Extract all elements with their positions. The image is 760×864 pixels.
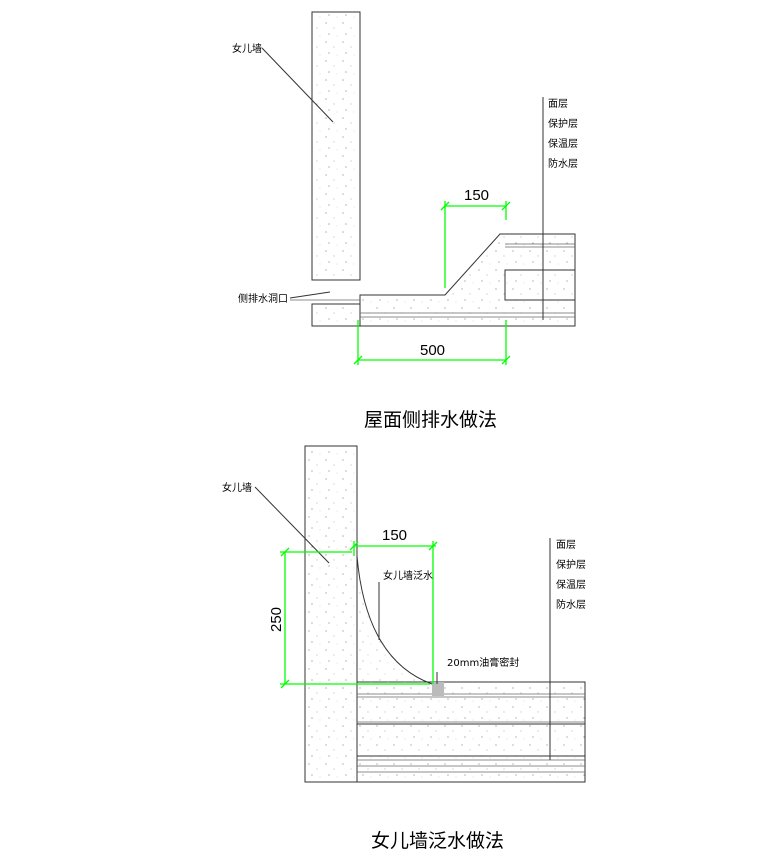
parapet-wall bbox=[311, 11, 361, 281]
flashing-curve bbox=[356, 555, 433, 685]
outlet-label: 侧排水洞口 bbox=[238, 292, 288, 305]
dimension-150-2-text: 150 bbox=[382, 527, 407, 544]
roof-slab-2 bbox=[356, 681, 586, 783]
diagram-roof-side-drainage: 女儿墙 侧排水洞口 面层 保护层 保温层 防水层 150 500 屋面侧排水做法 bbox=[232, 11, 578, 431]
dimension-500: 500 bbox=[353, 320, 511, 365]
insulation-layer-2 bbox=[356, 723, 586, 757]
layer-label-waterproof: 防水层 bbox=[548, 157, 578, 170]
roof-slab bbox=[359, 233, 576, 327]
diagram-parapet-flashing: 女儿墙 女儿墙泛水 20mm油膏密封 面层 保护层 保温层 防水层 150 25… bbox=[222, 445, 586, 852]
leader-wall-2 bbox=[254, 486, 330, 564]
layer-label-insulation: 保温层 bbox=[548, 137, 578, 150]
parapet-wall-base bbox=[311, 303, 361, 327]
dimension-250: 250 bbox=[268, 547, 430, 689]
seal-label: 20mm油膏密封 bbox=[447, 656, 519, 669]
dimension-150-2: 150 bbox=[349, 527, 438, 684]
dimension-150-text: 150 bbox=[464, 187, 489, 204]
dimension-500-text: 500 bbox=[420, 342, 445, 359]
parapet-wall-2 bbox=[304, 445, 358, 783]
leader-wall bbox=[261, 47, 334, 123]
layer-label-waterproof-2: 防水层 bbox=[556, 598, 586, 611]
caption-parapet-flashing: 女儿墙泛水做法 bbox=[371, 830, 504, 852]
dimension-250-text: 250 bbox=[268, 607, 285, 632]
layer-label-protection-2: 保护层 bbox=[556, 558, 586, 571]
insulation-layer bbox=[504, 269, 576, 301]
layer-label-protection: 保护层 bbox=[548, 117, 578, 130]
wall-label: 女儿墙 bbox=[232, 42, 262, 55]
dimension-150: 150 bbox=[440, 187, 511, 288]
leader-outlet bbox=[289, 291, 331, 299]
layer-label-insulation-2: 保温层 bbox=[556, 578, 586, 591]
caption-roof-side-drainage: 屋面侧排水做法 bbox=[364, 409, 497, 431]
layer-label-surface-2: 面层 bbox=[556, 539, 576, 551]
layer-label-surface: 面层 bbox=[548, 98, 568, 110]
flashing-label: 女儿墙泛水 bbox=[383, 569, 433, 582]
wall-label-2: 女儿墙 bbox=[222, 481, 252, 494]
sealant-block bbox=[432, 682, 444, 696]
